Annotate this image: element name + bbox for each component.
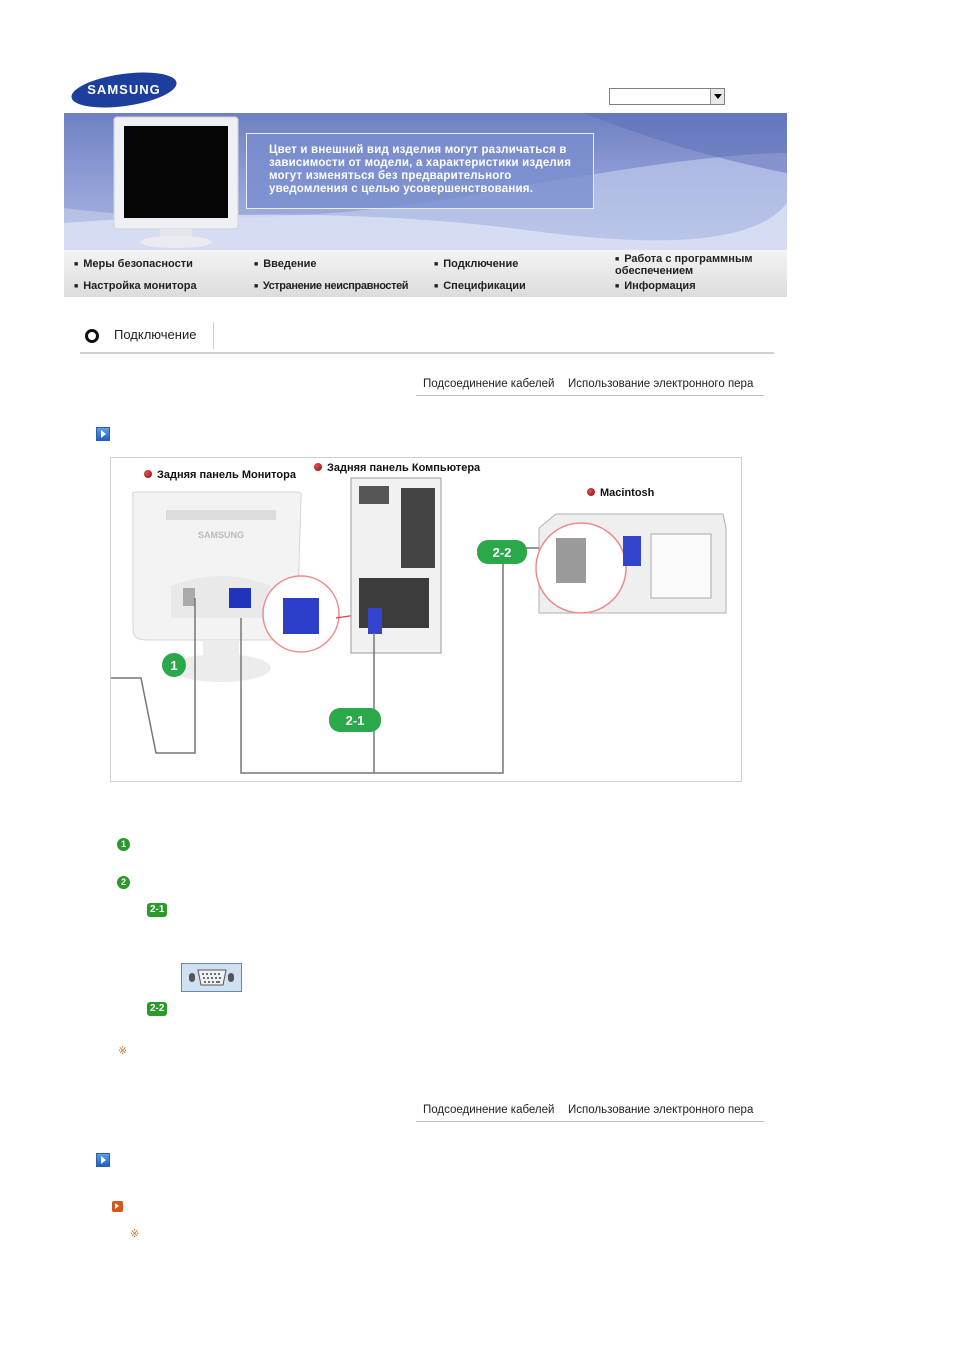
subnav-link-cables[interactable]: Подсоединение кабелей (423, 378, 555, 390)
macintosh-image (535, 513, 727, 614)
step-2-2-icon: 2-2 (147, 1002, 168, 1016)
svg-text:1: 1 (170, 658, 177, 673)
step-1-icon: 1 (117, 838, 130, 851)
logo-text: SAMSUNG (87, 82, 160, 97)
banner-art (64, 113, 787, 250)
nav-item-troubleshooting[interactable]: Устранение неисправностей (254, 281, 409, 293)
nav-item-info[interactable]: Информация (615, 281, 695, 293)
diagram-art: SAMSUNG (111, 477, 727, 774)
language-select[interactable] (609, 88, 725, 105)
monitor-back-image: SAMSUNG (132, 491, 302, 682)
nav-item-safety[interactable]: Меры безопасности (74, 259, 193, 271)
label-macintosh: Macintosh (587, 487, 654, 499)
label-computer-rear: Задняя панель Компьютера (314, 462, 480, 474)
step-2-1-icon: 2-1 (147, 903, 168, 917)
play-icon (96, 427, 110, 441)
banner-notice: Цвет и внешний вид изделия могут различа… (246, 133, 594, 209)
badge-1: 1 (162, 653, 186, 677)
subnav-link-pen-bottom[interactable]: Использование электронного пера (568, 1104, 754, 1116)
subnav-link-cables-bottom[interactable]: Подсоединение кабелей (423, 1104, 555, 1116)
dsub-art (189, 969, 234, 986)
dsub-connector-icon (181, 963, 242, 992)
subnav-bottom: Подсоединение кабелей Использование элек… (416, 1101, 764, 1122)
badge-2-2: 2-2 (477, 540, 527, 564)
nav-item-adjust[interactable]: Настройка монитора (74, 281, 196, 293)
orange-play-icon (112, 1201, 123, 1212)
page-title: Подключение (114, 327, 197, 342)
nav-item-specs[interactable]: Спецификации (434, 281, 526, 293)
svg-text:2-1: 2-1 (346, 713, 365, 728)
chevron-down-icon[interactable] (710, 89, 724, 104)
section-header: Подключение (80, 322, 774, 354)
bullet-ring-icon (85, 329, 99, 343)
note-mark-icon-bottom: ※ (130, 1228, 140, 1240)
step-2-icon: 2 (117, 876, 130, 889)
pc-tower-image (350, 477, 442, 654)
subnav-top: Подсоединение кабелей Использование элек… (416, 375, 764, 396)
monitor-back-brand: SAMSUNG (198, 530, 244, 540)
svg-text:2-2: 2-2 (493, 545, 512, 560)
nav-item-software[interactable]: Работа с программным обеспечением (615, 254, 775, 277)
monitor-image (113, 116, 239, 248)
nav-item-intro[interactable]: Введение (254, 259, 316, 271)
note-mark-icon: ※ (118, 1045, 128, 1057)
connection-diagram: SAMSUNG (110, 457, 742, 782)
subnav-link-pen[interactable]: Использование электронного пера (568, 378, 754, 390)
nav-item-connection[interactable]: Подключение (434, 259, 518, 271)
label-monitor-rear: Задняя панель Монитора (144, 469, 296, 481)
badge-2-1: 2-1 (329, 708, 381, 732)
main-nav: Меры безопасности Введение Подключение Р… (64, 250, 787, 297)
play-icon-bottom (96, 1153, 110, 1167)
samsung-logo: SAMSUNG (71, 72, 177, 108)
title-divider (213, 322, 214, 349)
